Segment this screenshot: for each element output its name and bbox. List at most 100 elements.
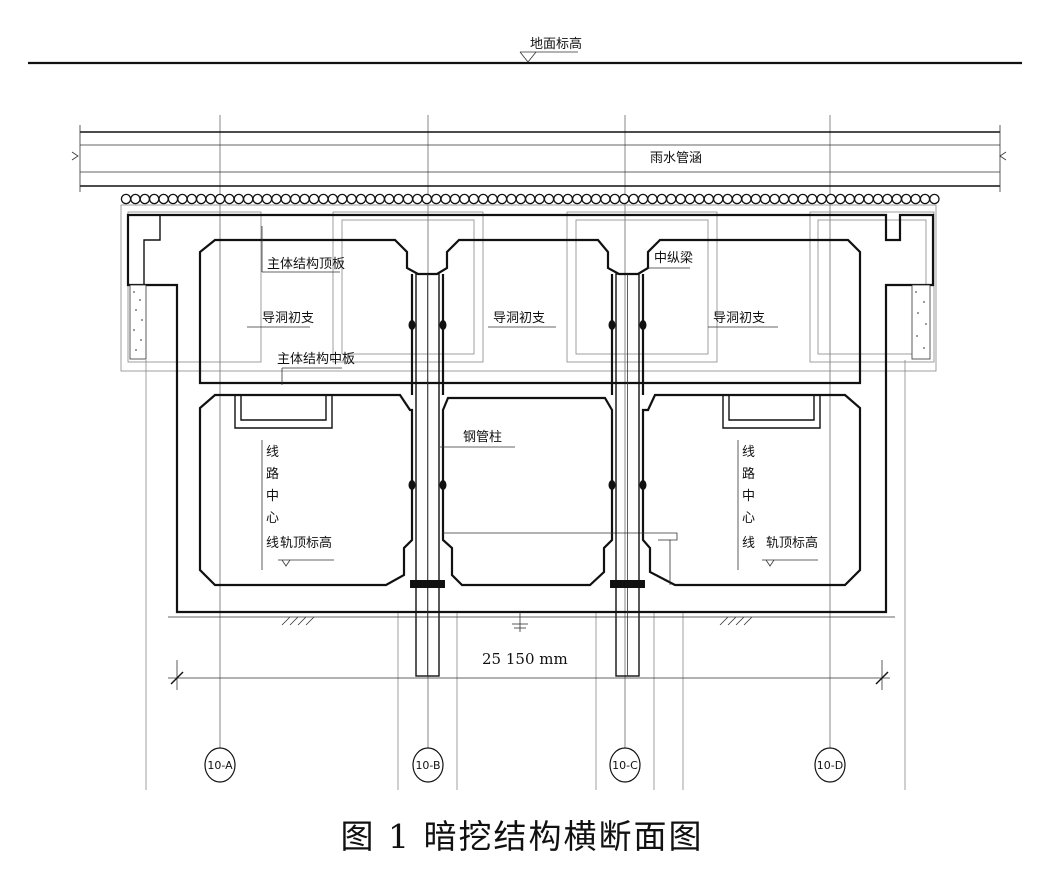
pipe-roof-pipe bbox=[459, 193, 470, 205]
pipe-roof-pipe bbox=[919, 193, 931, 205]
pipe-roof-pipe bbox=[835, 193, 846, 205]
svg-text:10-D: 10-D bbox=[817, 759, 843, 772]
pipe-roof-pipe bbox=[816, 193, 827, 205]
pipe-roof-pipe bbox=[656, 193, 668, 205]
pipe-roof-pipe bbox=[468, 193, 480, 205]
axis-marker-10-B: 10-B bbox=[412, 747, 444, 783]
pipe-roof-pipe bbox=[412, 193, 423, 205]
pipe-roof-pipe bbox=[477, 193, 489, 205]
pipe-roof-pipe bbox=[694, 193, 705, 205]
svg-text:心: 心 bbox=[742, 511, 755, 526]
svg-text:线: 线 bbox=[266, 536, 279, 551]
axis-marker-10-A: 10-A bbox=[204, 747, 236, 783]
axis-marker-10-D: 10-D bbox=[814, 747, 846, 783]
steel-column-left bbox=[408, 273, 447, 677]
middle-slab-label: 主体结构中板 bbox=[277, 352, 355, 367]
dimension-label: 25 150 mm bbox=[482, 650, 568, 668]
axis-markers: 10-A 10-B 10-C 10-D bbox=[204, 747, 846, 783]
main-structure bbox=[126, 213, 935, 614]
ground-elevation-label: 地面标高 bbox=[530, 36, 582, 52]
pipe-roof-pipe bbox=[534, 193, 545, 205]
dimension-line: 25 150 mm bbox=[168, 650, 890, 690]
pipe-roof-pipe bbox=[684, 193, 696, 205]
pipe-roof-pipe bbox=[365, 193, 376, 205]
steel-column-label: 钢管柱 bbox=[463, 430, 502, 445]
pipe-roof-pipe bbox=[449, 193, 461, 205]
pipe-roof-pipe bbox=[261, 193, 273, 205]
pipe-roof-pipe bbox=[120, 193, 132, 205]
axis-marker-10-C: 10-C bbox=[609, 747, 641, 783]
pipe-roof-pipe bbox=[703, 193, 715, 205]
pipe-roof-pipe bbox=[600, 193, 611, 205]
svg-text:10-A: 10-A bbox=[207, 759, 233, 772]
pipe-roof-pipe bbox=[769, 193, 780, 205]
pipe-roof-pipe bbox=[647, 193, 658, 205]
pipe-roof-pipe bbox=[731, 193, 743, 205]
pipe-roof-pipe bbox=[487, 193, 498, 205]
pipe-roof-pipe bbox=[797, 193, 809, 205]
pilot-support-mid-label: 导洞初支 bbox=[493, 311, 545, 326]
pipe-roof-pipe bbox=[741, 193, 752, 205]
pipe-roof-pipe bbox=[722, 193, 733, 205]
pipe-roof-pipe bbox=[637, 193, 649, 205]
pipe-roof-pipe bbox=[872, 193, 884, 205]
axis-grid-lines bbox=[145, 115, 906, 790]
pipe-roof-pipe bbox=[891, 193, 903, 205]
pipe-roof-pipe bbox=[280, 193, 292, 205]
pipe-roof-pipe bbox=[590, 193, 602, 205]
pipe-roof-pipe bbox=[402, 193, 414, 205]
pipe-roof-pipe bbox=[910, 193, 921, 205]
pipe-roof-pipe bbox=[712, 193, 724, 205]
rail-top-left-label: 轨顶标高 bbox=[280, 535, 332, 551]
pipe-roof-pipe bbox=[214, 193, 226, 205]
pipe-roof-pipe bbox=[186, 193, 198, 205]
pipe-roof-pipe bbox=[825, 193, 837, 205]
base-soil bbox=[168, 612, 895, 632]
svg-text:中: 中 bbox=[266, 489, 279, 504]
annotation-labels: 主体结构顶板 导洞初支 导洞初支 导洞初支 主体结构中板 中纵梁 钢管柱 线 路… bbox=[262, 251, 818, 551]
pilot-support-right-label: 导洞初支 bbox=[713, 311, 765, 326]
pipe-roof-pipe bbox=[581, 193, 592, 205]
pipe-roof-pipe bbox=[346, 193, 357, 205]
pipe-roof-pipe bbox=[252, 193, 263, 205]
svg-text:10-B: 10-B bbox=[415, 759, 440, 772]
pilot-support-left-label: 导洞初支 bbox=[262, 311, 314, 326]
longitudinal-beam-label: 中纵梁 bbox=[654, 251, 693, 266]
pipe-roof-pipe bbox=[374, 193, 386, 205]
pipe-roof-pipe bbox=[863, 193, 874, 205]
pipe-roof-pipe bbox=[628, 193, 639, 205]
storm-culvert-label: 雨水管涵 bbox=[650, 151, 702, 166]
svg-text:路: 路 bbox=[266, 466, 279, 482]
pipe-roof-pipe bbox=[778, 193, 790, 205]
pipe-roof-pipe bbox=[609, 193, 621, 205]
pipe-roof-pipe bbox=[844, 193, 856, 205]
pipe-roof-pipe bbox=[271, 193, 282, 205]
svg-text:线: 线 bbox=[742, 536, 755, 551]
pipe-roof-pipe bbox=[242, 193, 254, 205]
pipe-roof-pipe bbox=[759, 193, 771, 205]
svg-text:线: 线 bbox=[266, 445, 279, 460]
centerline-right-label: 线 路 中 心 线 bbox=[742, 445, 755, 551]
pipe-roof-pipe bbox=[318, 193, 329, 205]
svg-text:10-C: 10-C bbox=[612, 759, 638, 772]
pipe-roof-pipe bbox=[665, 193, 677, 205]
rail-top-right-label: 轨顶标高 bbox=[766, 535, 818, 551]
pipe-roof-pipe bbox=[130, 193, 141, 205]
pipe-roof-pipe bbox=[562, 193, 574, 205]
pipe-roof-pipe bbox=[788, 193, 799, 205]
pilot-tunnel-outlines bbox=[120, 204, 937, 372]
pipe-roof-pipe bbox=[195, 193, 207, 205]
pipe-roof-pipe bbox=[205, 193, 216, 205]
centerline-left-label: 线 路 中 心 线 bbox=[266, 445, 279, 551]
pipe-roof-pipe bbox=[496, 193, 508, 205]
pipe-roof-pipe bbox=[515, 193, 527, 205]
steel-column-right bbox=[608, 273, 647, 677]
pipe-roof-pipe bbox=[148, 193, 160, 205]
pipe-roof-pipe bbox=[139, 193, 151, 205]
pipe-roof-pipe bbox=[524, 193, 536, 205]
pipe-roof-pipe bbox=[853, 193, 865, 205]
label-leaders bbox=[247, 226, 818, 570]
pipe-roof-pipe bbox=[233, 193, 245, 205]
roof-slab-label: 主体结构顶板 bbox=[267, 257, 345, 272]
